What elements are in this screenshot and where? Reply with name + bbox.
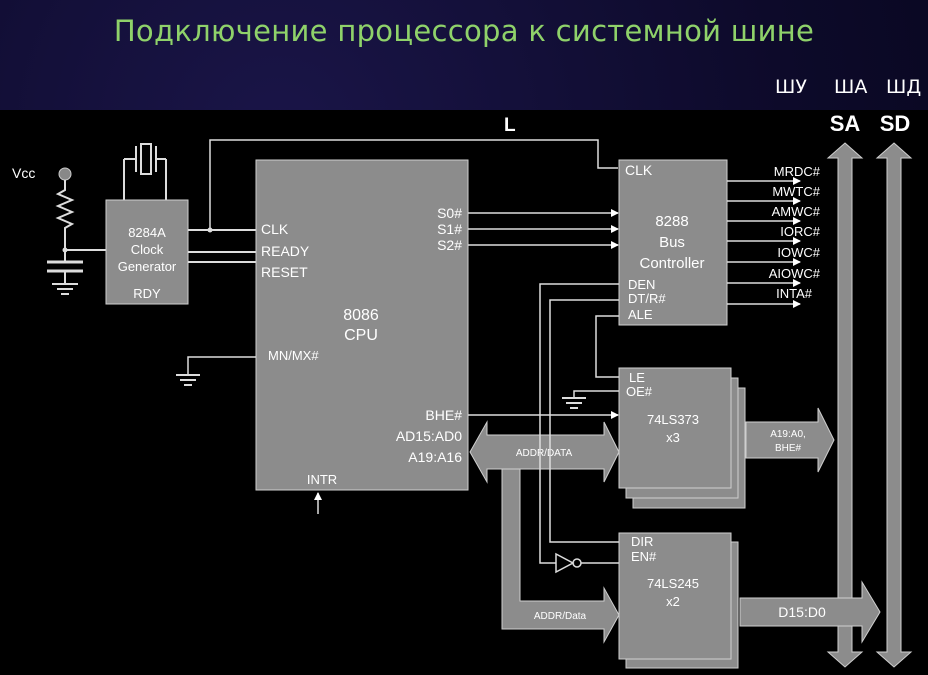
sa-label: SA [830,111,861,136]
cpu-clk-pin: CLK [261,221,289,237]
signal-mrdc: MRDC# [774,164,821,179]
inverter-symbol [555,552,575,574]
crystal-symbol [123,143,167,200]
signal-inta: INTA# [776,286,813,301]
cpu-intr-pin: INTR [307,472,337,487]
address-bus-arrow [826,142,864,668]
ground-symbol-mnmx [176,374,200,386]
cpu-name-2: CPU [344,327,378,344]
cpu-mnmx-pin: MN/MX# [268,348,319,363]
slide-title: Подключение процессора к системной шине [113,14,815,48]
bus-ctrl-ale: ALE [628,307,653,322]
xcvr-name: 74LS245 [647,576,699,591]
data-bus-arrow [875,142,913,668]
cpu-bhe-pin: BHE# [425,407,462,423]
latch-count: x3 [666,430,680,445]
cpu-s2-pin: S2# [437,237,462,253]
bus-controller-block [618,159,728,326]
cpu-ad-pin: AD15:AD0 [396,428,462,444]
address-out-arrow [745,407,835,473]
ground-symbol-vcc [52,283,78,295]
addr-data-branch-arrow [501,468,620,644]
clock-net [209,139,618,230]
signal-iowc: IOWC# [777,245,820,260]
clock-gen-rdy: RDY [133,286,161,301]
cpu-ready-pin: READY [261,243,310,259]
latch-name: 74LS373 [647,412,699,427]
cpu-block [255,159,469,491]
latch-oe: OE# [626,384,653,399]
control-bus-header: ШУ [775,76,807,98]
data-out-label: D15:D0 [778,604,826,620]
addr-data-label: ADDR/DATA [516,448,573,459]
clock-gen-line2: Clock [131,242,164,257]
cpu-name-1: 8086 [343,307,379,324]
bus-ctrl-den: DEN [628,277,655,292]
xcvr-count: x2 [666,594,680,609]
xcvr-dir: DIR [631,534,653,549]
clock-generator-block [105,199,189,305]
pullup-resistor [55,180,75,250]
latch-le: LE [629,370,645,385]
vcc-terminal [58,167,72,181]
address-out-label-1: A19:A0, [770,429,806,440]
den-line [539,283,619,564]
address-bus-header: ША [834,76,868,98]
clock-gen-line3: Generator [118,259,177,274]
ground-symbol-oe [562,397,586,409]
cpu-a-pin: A19:A16 [408,449,462,465]
bus-ctrl-dtr: DT/R# [628,291,666,306]
addr-data-label-2: ADDR/Data [534,611,587,622]
bus-ctrl-name-3: Controller [639,255,704,272]
signal-mwtc: MWTC# [772,184,820,199]
signal-amwc: AMWC# [772,204,821,219]
bus-ctrl-clk: CLK [625,162,653,178]
data-out-arrow [739,580,881,644]
bus-ctrl-name-1: 8288 [655,213,688,230]
data-bus-header: ШД [886,76,922,98]
signal-iorc: IORC# [780,224,821,239]
clock-gen-line1: 8284A [128,225,166,240]
latch-block [618,367,732,489]
cpu-s0-pin: S0# [437,205,462,221]
address-out-label-2: BHE# [775,443,802,454]
bus-ctrl-name-2: Bus [659,234,685,251]
sd-label: SD [880,111,911,136]
control-signal-lines [727,177,801,308]
vcc-label: Vcc [12,165,35,181]
addr-data-bus-arrow [469,420,620,484]
transceiver-block [618,532,732,660]
xcvr-en: EN# [631,549,657,564]
cpu-s1-pin: S1# [437,221,462,237]
dtr-line [549,299,619,543]
cpu-reset-pin: RESET [261,264,308,280]
signal-aiowc: AIOWC# [769,266,821,281]
l-label: L [504,115,516,136]
